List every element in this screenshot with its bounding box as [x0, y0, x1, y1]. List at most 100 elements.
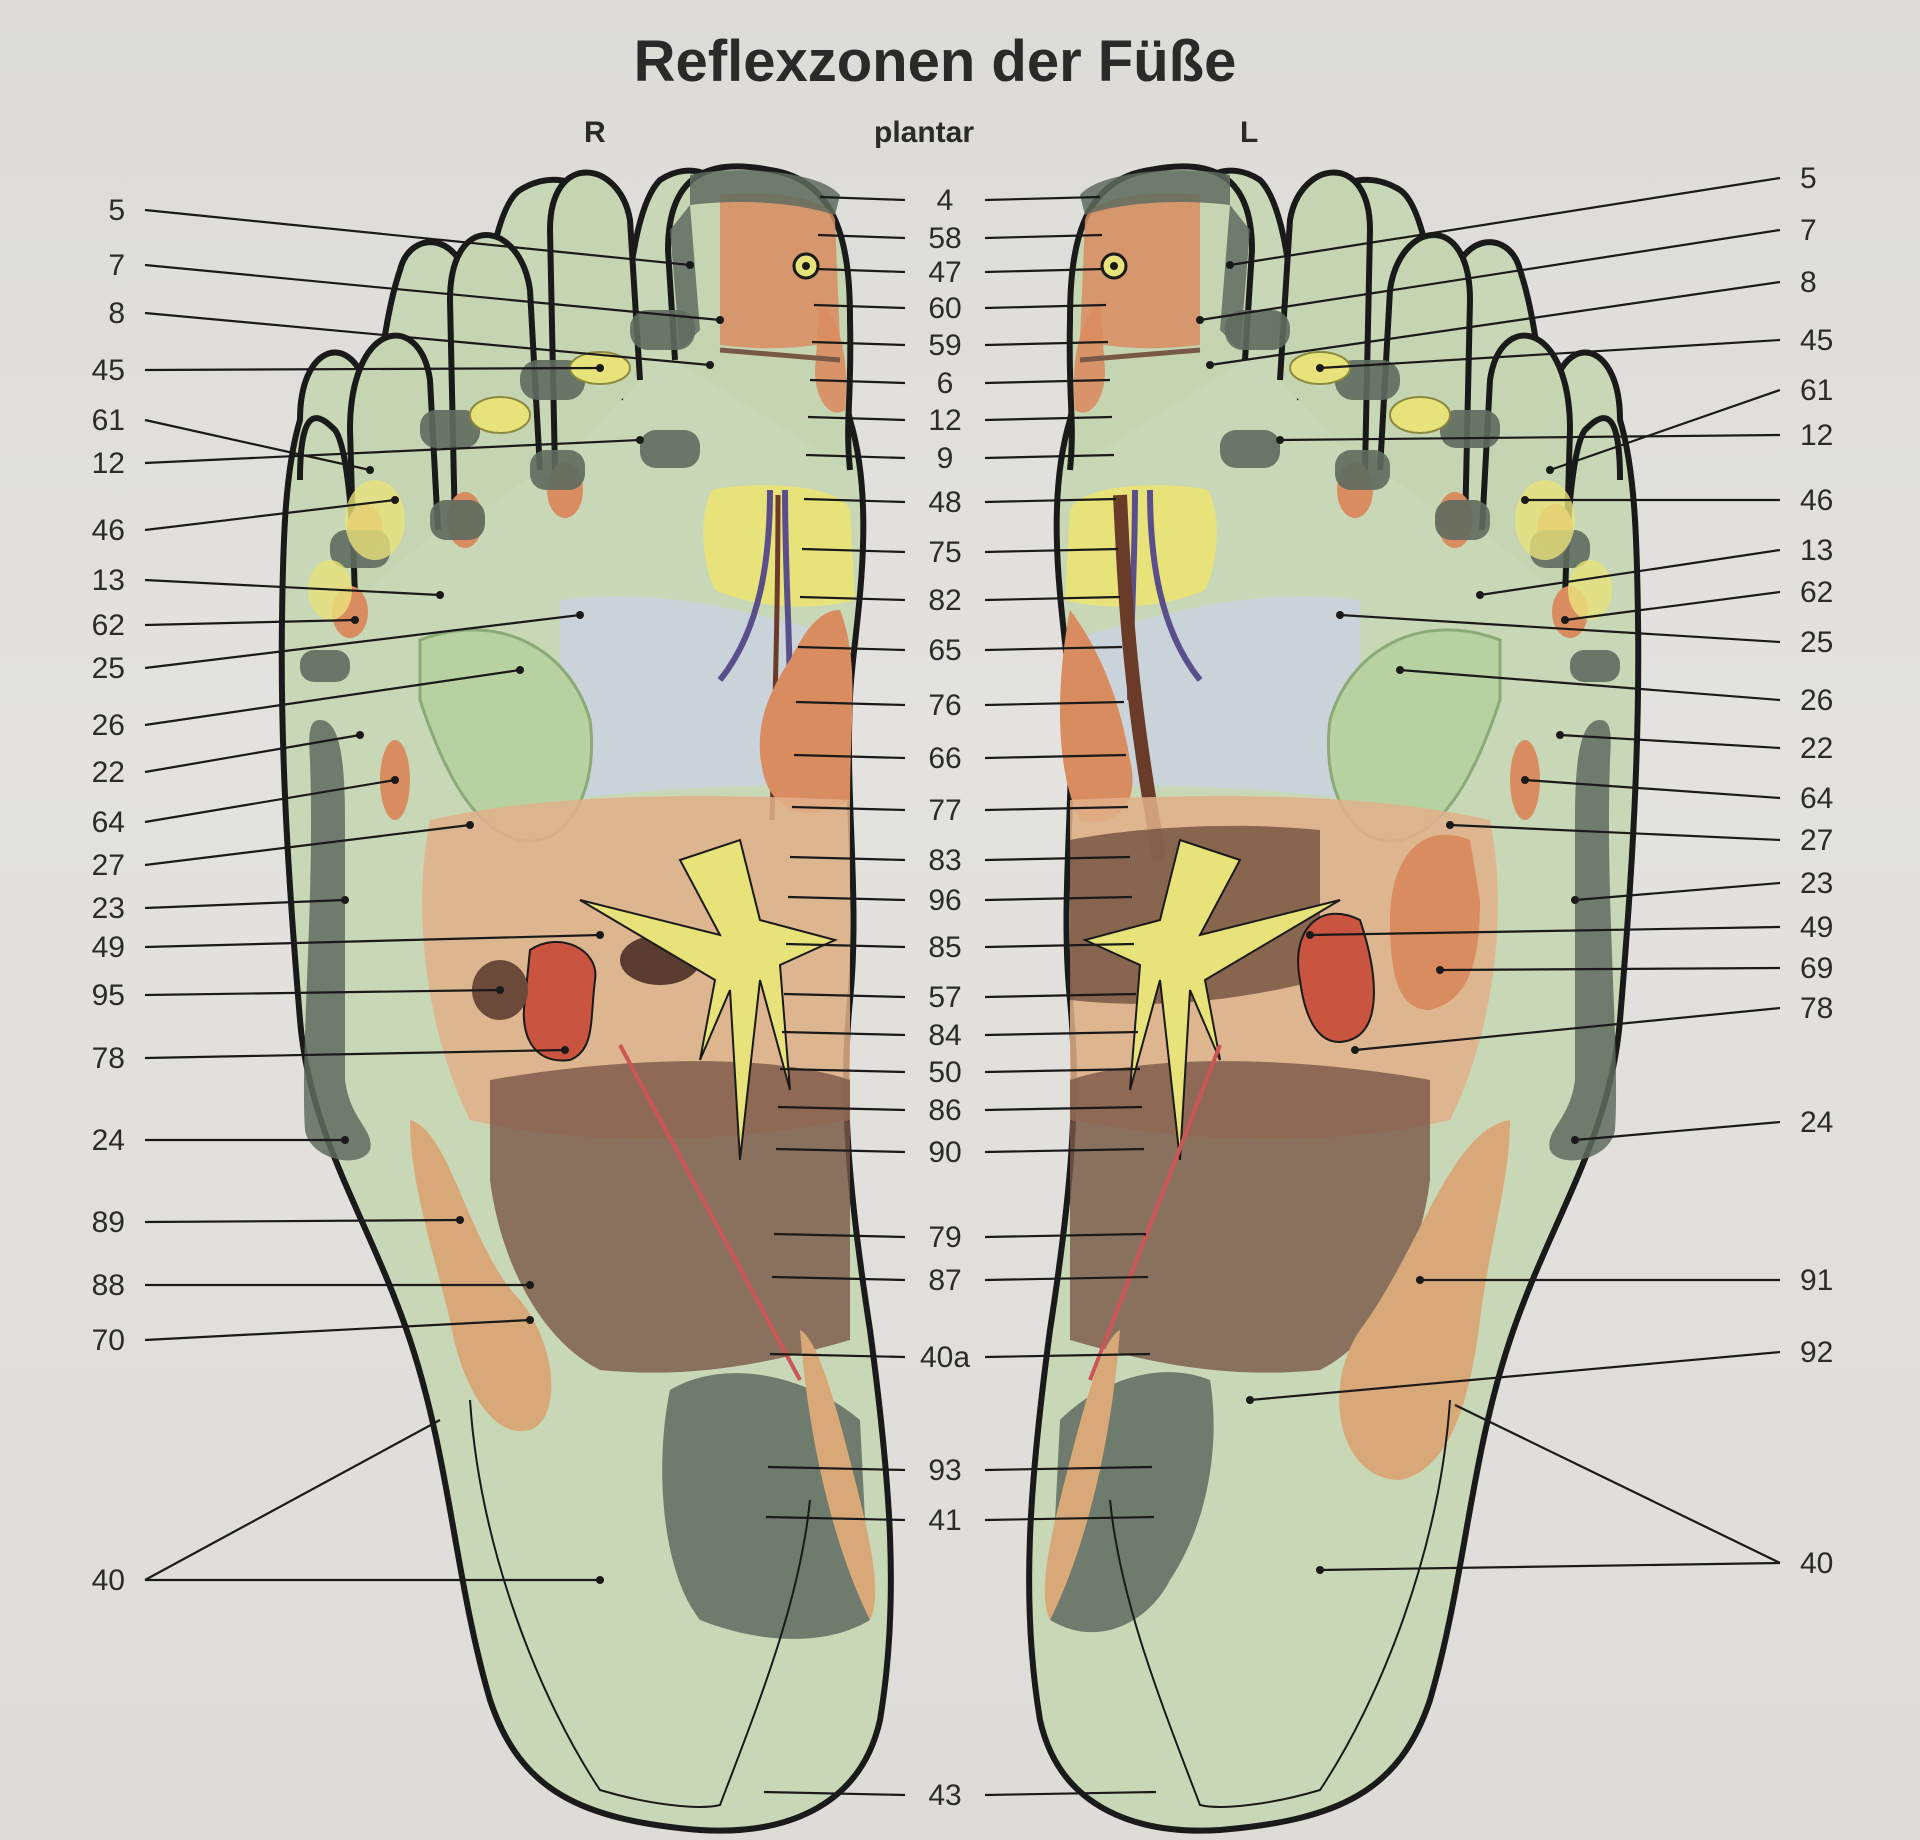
- zone-label-right: 12: [1800, 419, 1833, 452]
- leader-line: [144, 578, 441, 597]
- zone-label-right: 26: [1800, 684, 1833, 717]
- leader-line: [984, 547, 1119, 554]
- leader-dot: [341, 896, 349, 904]
- zone-label-center: 57: [928, 981, 961, 1014]
- zone-label-left: 62: [92, 609, 125, 642]
- leader-dot: [1561, 616, 1569, 624]
- zone-label-center: 40a: [920, 1341, 970, 1374]
- leader-line: [144, 418, 371, 472]
- leader-line: [1309, 925, 1781, 937]
- leader-dot: [576, 611, 584, 619]
- right-zone-45-b: [469, 396, 531, 434]
- zone-label-right: 24: [1800, 1106, 1833, 1139]
- leader-line: [763, 1790, 906, 1797]
- leader-line: [1249, 1350, 1781, 1402]
- zone-label-right: 49: [1800, 911, 1833, 944]
- leader-line: [817, 233, 906, 240]
- leader-line: [805, 453, 906, 460]
- zone-label-left: 22: [92, 756, 125, 789]
- leader-line: [984, 895, 1133, 902]
- leader-dot: [1396, 666, 1404, 674]
- leader-line: [779, 1067, 906, 1074]
- left-zone-69-spleen: [1390, 834, 1480, 1010]
- leader-dot: [391, 496, 399, 504]
- zone-label-center: 48: [928, 486, 961, 519]
- zone-label-right: 69: [1800, 952, 1833, 985]
- leader-line: [984, 753, 1127, 760]
- leader-line: [984, 645, 1123, 652]
- right-zone-46: [345, 480, 405, 560]
- leader-line: [984, 805, 1129, 812]
- leader-line: [771, 1275, 906, 1282]
- right-zone-23-bone: [303, 720, 371, 1161]
- leader-line: [777, 1105, 906, 1112]
- zone-label-right: 62: [1800, 576, 1833, 609]
- zone-label-right: 46: [1800, 484, 1833, 517]
- zone-label-center: 96: [928, 884, 961, 917]
- leader-line: [1319, 1561, 1781, 1572]
- zone-label-right: 27: [1800, 824, 1833, 857]
- leader-line: [984, 700, 1125, 707]
- leader-line: [984, 1147, 1145, 1154]
- left-toe-3: [1377, 232, 1474, 531]
- zone-label-right: 13: [1800, 534, 1833, 567]
- leader-dot: [456, 1216, 464, 1224]
- zone-label-right: 78: [1800, 992, 1833, 1025]
- zone-label-right: 45: [1800, 324, 1833, 357]
- zone-label-left: 8: [108, 297, 125, 330]
- leader-dot: [1316, 364, 1324, 372]
- leader-line: [984, 497, 1117, 504]
- leader-dot: [1351, 1046, 1359, 1054]
- zone-label-center: 4: [937, 184, 954, 217]
- zone-label-right: 25: [1800, 626, 1833, 659]
- leader-dot: [1416, 1276, 1424, 1284]
- leader-line: [1479, 548, 1781, 597]
- leader-line: [1279, 433, 1781, 442]
- zone-label-right: 23: [1800, 867, 1833, 900]
- leader-line: [144, 263, 721, 322]
- zone-label-center: 65: [928, 634, 961, 667]
- leader-line: [984, 340, 1109, 347]
- zone-label-center: 75: [928, 536, 961, 569]
- leader-line: [144, 933, 601, 949]
- zone-label-right: 40: [1800, 1547, 1833, 1580]
- right-zone-4-top: [690, 170, 840, 215]
- view-label: plantar: [874, 116, 975, 149]
- leader-line: [984, 378, 1111, 385]
- leader-line: [144, 613, 581, 670]
- leader-line: [1574, 1120, 1781, 1142]
- leader-line: [767, 1465, 906, 1472]
- zone-label-right: 5: [1800, 162, 1817, 195]
- leader-line: [984, 855, 1131, 862]
- leader-dot: [596, 364, 604, 372]
- leader-line: [811, 340, 906, 347]
- right-zone-89-colon: [490, 1061, 850, 1373]
- left-foot-label: L: [1240, 116, 1259, 149]
- leader-line: [984, 942, 1135, 949]
- leader-line: [803, 497, 906, 504]
- zone-label-center: 41: [928, 1504, 961, 1537]
- leader-dot: [526, 1281, 534, 1289]
- zone-label-center: 47: [928, 256, 961, 289]
- leader-line: [775, 1147, 906, 1154]
- zone-label-center: 50: [928, 1056, 961, 1089]
- leader-line: [144, 823, 471, 867]
- leader-dot: [351, 616, 359, 624]
- leader-line: [1399, 668, 1781, 702]
- zone-label-left: 25: [92, 652, 125, 685]
- leader-line: [785, 942, 906, 949]
- leader-line: [144, 498, 396, 532]
- leader-line: [144, 208, 691, 267]
- leader-line: [1549, 388, 1781, 472]
- leader-dot: [1556, 731, 1564, 739]
- zone-label-center: 83: [928, 844, 961, 877]
- leader-line: [144, 898, 346, 910]
- leader-lines: [144, 176, 1781, 1797]
- leader-dot: [436, 591, 444, 599]
- leader-line: [795, 700, 906, 707]
- leader-dot: [1476, 591, 1484, 599]
- leader-line: [144, 438, 641, 465]
- zone-label-left: 46: [92, 514, 125, 547]
- leader-line: [984, 1465, 1153, 1472]
- zone-label-center: 76: [928, 689, 961, 722]
